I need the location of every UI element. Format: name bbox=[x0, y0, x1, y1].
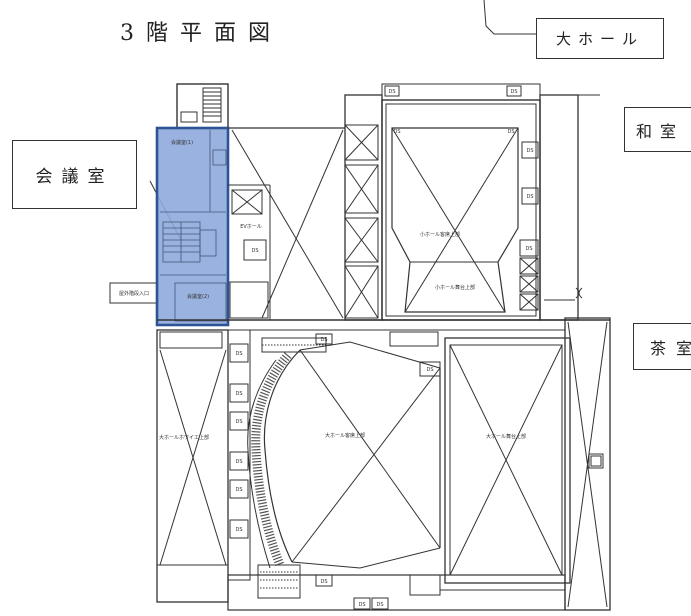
large-hall-callout: 大ホール bbox=[536, 18, 664, 59]
bottom-service-area: DS DS DS bbox=[227, 574, 566, 611]
meeting-room-1-label: 会議室(1) bbox=[171, 139, 193, 146]
ds-label: DS bbox=[235, 351, 242, 357]
meeting-room-callout-label: 会議室 bbox=[35, 167, 114, 187]
tea-room-callout-label: 茶室 bbox=[650, 338, 691, 358]
foyer-void: 大ホールホワイエ上部 bbox=[156, 329, 229, 603]
elevator-shaft bbox=[231, 189, 263, 215]
ds-label: DS bbox=[388, 89, 395, 95]
page-title: 3階平面図 bbox=[120, 21, 282, 46]
ds-label: DS bbox=[376, 602, 383, 608]
right-wing-lower bbox=[564, 317, 611, 611]
atrium-void: EVホール DS bbox=[228, 127, 345, 320]
outdoor-stair-entrance: 屋外階段入口 bbox=[109, 282, 159, 304]
ds-label: DS bbox=[235, 459, 242, 465]
japanese-room-callout: 和室 bbox=[624, 107, 691, 152]
meeting-room-callout: 会議室 bbox=[12, 140, 137, 209]
service-column bbox=[344, 94, 383, 321]
ds-label: DS bbox=[251, 248, 258, 254]
ds-label: DS bbox=[426, 367, 433, 373]
large-hall-stage-label: 大ホール舞台上部 bbox=[486, 433, 526, 440]
ds-label: DS bbox=[526, 148, 533, 154]
stair-block bbox=[176, 83, 229, 129]
ds-label: DS bbox=[358, 602, 365, 608]
small-hall-lower-label: 小ホール舞台上部 bbox=[435, 284, 475, 291]
large-hall-foyer-label: 大ホールホワイエ上部 bbox=[159, 434, 209, 441]
ds-label: DS bbox=[320, 579, 327, 585]
large-hall-stage: 大ホール舞台上部 bbox=[444, 337, 571, 584]
large-hall-leader-line bbox=[483, 0, 536, 35]
ds-label: DS bbox=[393, 129, 400, 135]
small-hall-upper-label: 小ホール客席上部 bbox=[420, 231, 460, 238]
meeting-room-2-label: 会議室(2) bbox=[187, 293, 209, 300]
ds-label: DS bbox=[510, 89, 517, 95]
ds-label: DS bbox=[235, 487, 242, 493]
meeting-room-highlight: 会議室(1) 会議室(2) bbox=[155, 126, 230, 327]
ds-label: DS bbox=[235, 419, 242, 425]
japanese-room-callout-label: 和室 bbox=[636, 121, 685, 141]
ev-hall-label: EVホール bbox=[240, 224, 262, 230]
large-hall-seating: DS DS 大ホール客席上部 bbox=[247, 331, 441, 599]
large-hall-seats-label: 大ホール客席上部 bbox=[325, 432, 365, 439]
ds-column: DS DS DS DS DS DS bbox=[227, 329, 251, 581]
tea-room-callout: 茶室 bbox=[633, 323, 691, 370]
ds-label: DS bbox=[235, 527, 242, 533]
ds-label: DS bbox=[525, 246, 532, 252]
ds-label: DS bbox=[235, 391, 242, 397]
ds-label: DS bbox=[320, 337, 327, 343]
ds-label: DS bbox=[526, 194, 533, 200]
small-hall: DS DS DS DS 小ホール客席上部 小ホール舞台上部 DS DS DS bbox=[381, 83, 541, 321]
large-hall-callout-label: 大ホール bbox=[555, 30, 644, 48]
right-wing-upper bbox=[539, 94, 600, 321]
outdoor-stair-entrance-label: 屋外階段入口 bbox=[119, 290, 149, 297]
ds-label: DS bbox=[507, 129, 514, 135]
